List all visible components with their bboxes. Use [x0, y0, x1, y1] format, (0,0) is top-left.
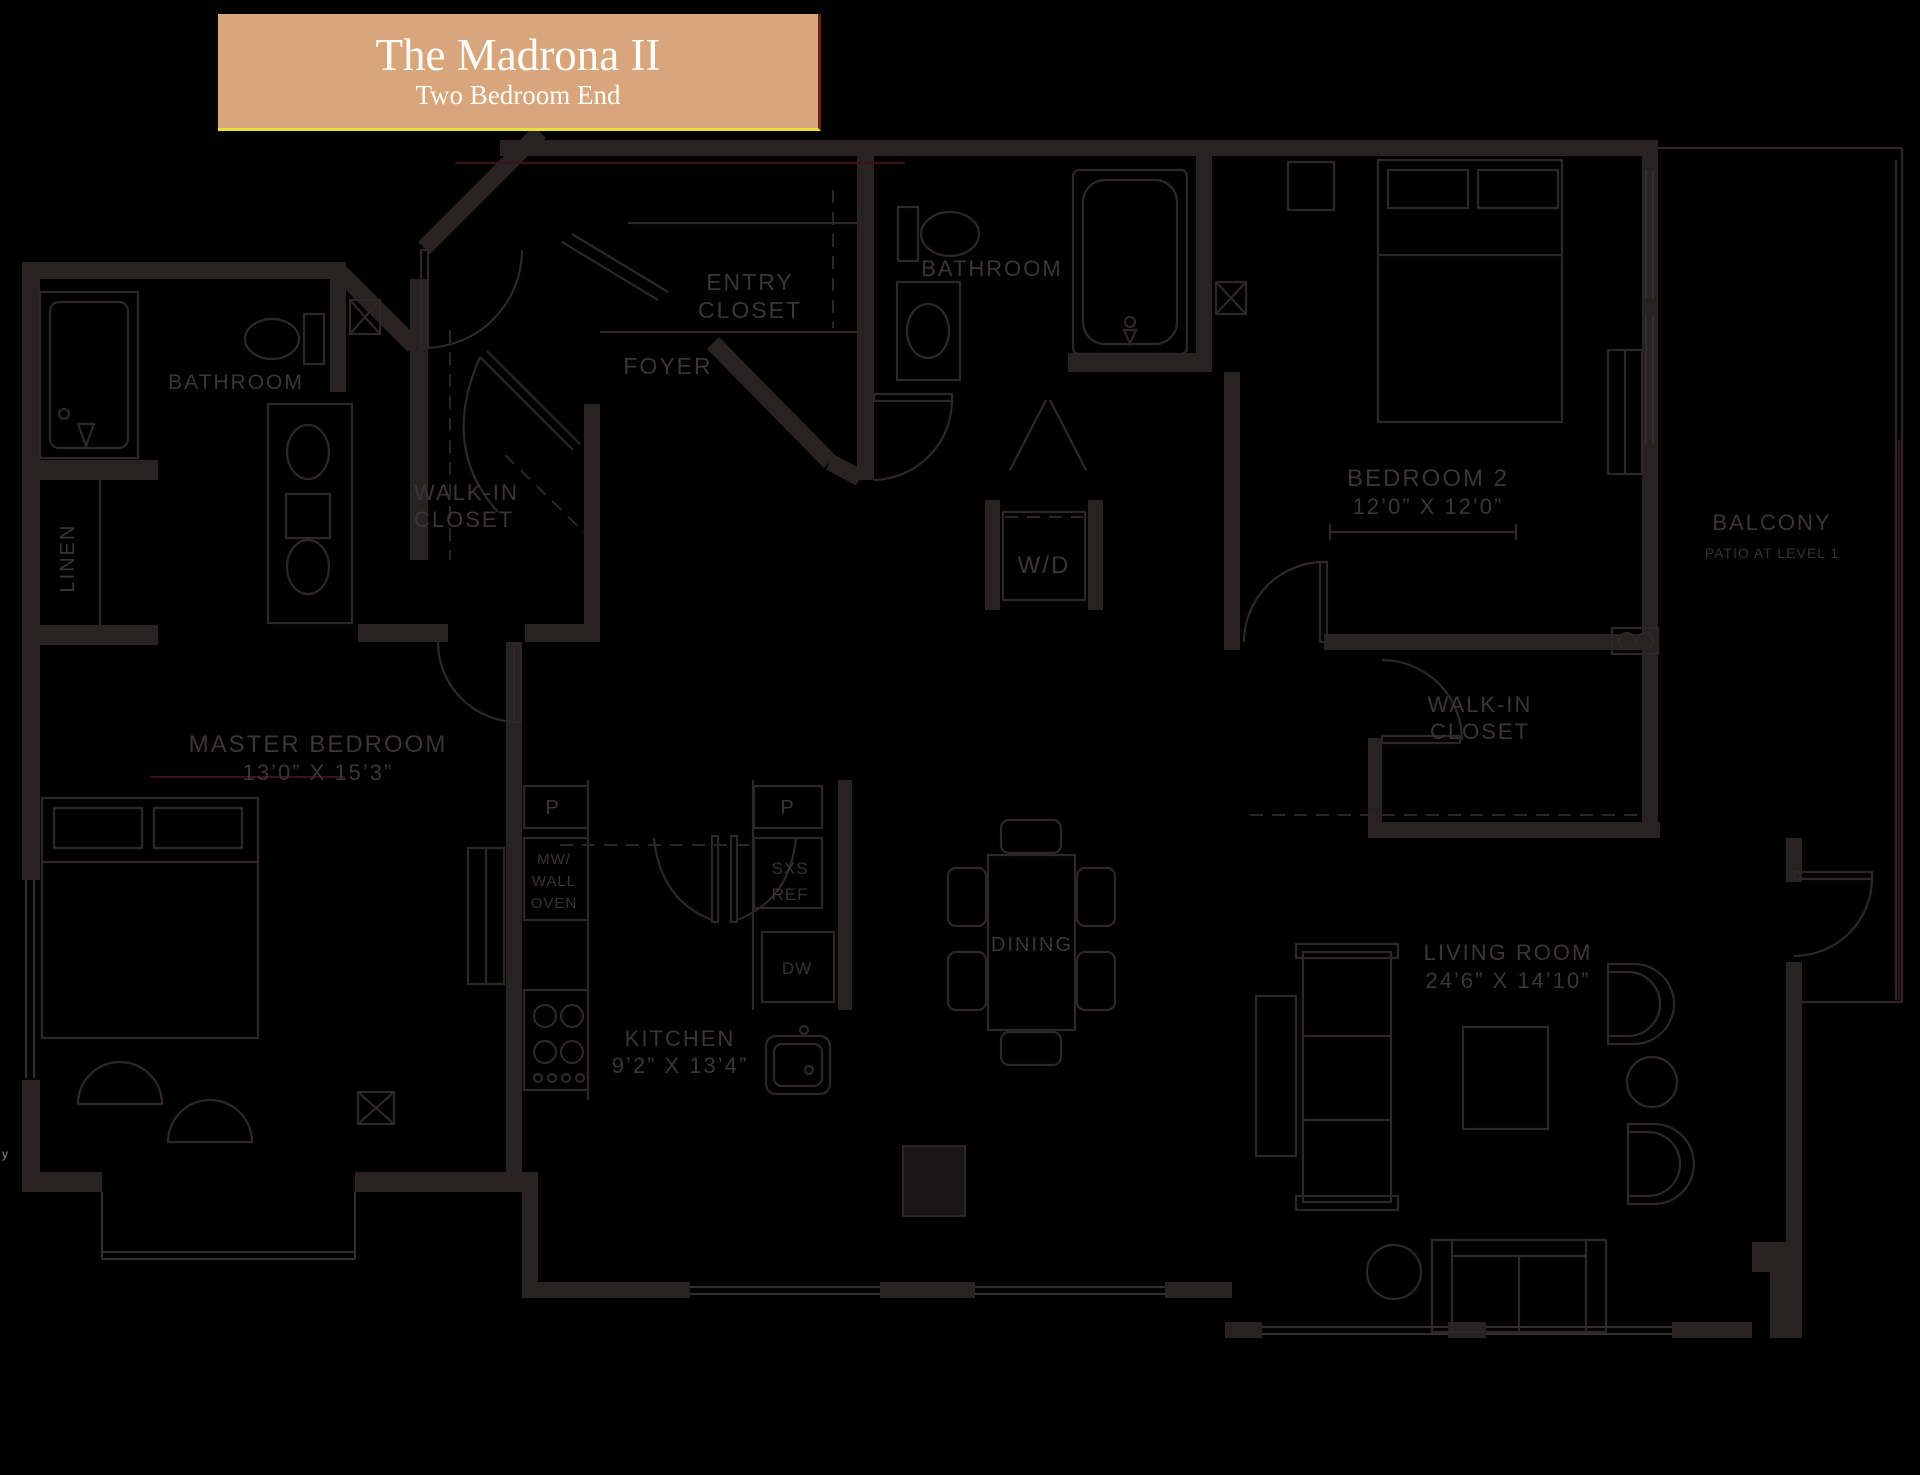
shower-icon — [38, 290, 140, 460]
armchair-icon — [1626, 1122, 1696, 1206]
tv-icon — [1254, 994, 1298, 1158]
kitchen — [522, 780, 1165, 1295]
dining-table-icon — [986, 853, 1077, 1032]
master-bathroom — [38, 290, 382, 625]
bedroom-2 — [1242, 158, 1660, 656]
closet2-door — [1380, 658, 1464, 745]
living-room-label: LIVING ROOM — [1424, 940, 1593, 965]
chase-box — [1214, 280, 1248, 316]
walkin2-label: CLOSET — [1430, 719, 1530, 744]
wall-oven-label: OVEN — [531, 895, 578, 912]
entry-door — [419, 248, 524, 350]
left-window — [25, 880, 35, 1078]
balcony-note: PATIO AT LEVEL 1 — [1705, 545, 1839, 561]
dining-set — [946, 818, 1117, 1067]
bathtub-icon — [1071, 168, 1189, 356]
balcony-label: BALCONY — [1712, 510, 1831, 535]
entry-closet-label: ENTRY — [706, 269, 794, 295]
balcony — [1645, 146, 1904, 1004]
wall-oven-label: MW/ — [537, 851, 571, 868]
walls — [22, 125, 1802, 1338]
cooktop-icon — [522, 988, 590, 1092]
dining-label: DINING — [991, 934, 1073, 956]
sofa-icon — [1430, 1238, 1608, 1334]
wall-oven-label: WALL — [532, 873, 576, 890]
chase-box — [356, 1090, 396, 1126]
bay-window — [101, 1192, 356, 1260]
bath2-door — [872, 392, 954, 482]
dimension-line — [1328, 524, 1518, 540]
side-table-icon — [1625, 1055, 1679, 1109]
plan-title: The Madrona II — [375, 29, 661, 80]
kitchen-double-door — [652, 834, 798, 924]
bathroom2-label: BATHROOM — [921, 256, 1062, 281]
linen-label: LINEN — [57, 524, 79, 593]
toilet-icon — [243, 312, 326, 366]
coffee-table-icon — [1461, 1025, 1550, 1131]
pantry-right-label: P — [780, 797, 795, 819]
fridge-label: REF — [772, 885, 809, 904]
master-bedroom-dims: 13’0” X 15’3” — [243, 760, 394, 785]
dresser-icon — [466, 846, 506, 986]
vanity-icon — [895, 280, 962, 382]
pantry-left-label: P — [545, 797, 560, 819]
nook-windows — [690, 1286, 1165, 1295]
master-bathroom-label: BATHROOM — [168, 371, 304, 394]
media-console-icon — [1294, 942, 1400, 1212]
island-icon — [902, 1145, 966, 1217]
walkin-master-label: WALK-IN — [414, 480, 519, 505]
bed-icon — [1376, 158, 1564, 424]
entry-area — [419, 190, 858, 513]
double-vanity-icon — [266, 402, 354, 625]
stray-text: y — [2, 1147, 8, 1161]
walkin-closet-door — [462, 350, 581, 513]
lounge-chair-icon — [76, 1060, 254, 1144]
armchair-icon — [1606, 962, 1676, 1046]
walk-in-closet-2 — [1250, 658, 1640, 816]
bathroom-2 — [872, 168, 1248, 482]
bed-icon — [40, 796, 260, 1040]
sink-icon — [764, 1024, 832, 1096]
living-room — [1254, 942, 1696, 1335]
master-bedroom — [25, 641, 523, 1260]
dresser-icon — [1606, 348, 1644, 476]
room-labels: ENTRY CLOSET FOYER BATHROOM BATHROOM LIN… — [2, 256, 1839, 1161]
bedroom2-door — [1242, 560, 1329, 644]
fridge-label: SXS — [771, 859, 808, 878]
walkin-master-label: CLOSET — [414, 507, 514, 532]
walk-in-closet-master — [449, 330, 591, 560]
shelf-icon — [1610, 626, 1660, 656]
master-door — [436, 641, 523, 724]
kitchen-label: KITCHEN — [625, 1026, 736, 1051]
walkin2-label: WALK-IN — [1428, 692, 1533, 717]
balcony-door — [1792, 870, 1874, 958]
toilet-icon — [896, 205, 981, 263]
dishwasher-label: DW — [782, 959, 812, 978]
bedroom2-dims: 12’0” X 12’0” — [1353, 494, 1504, 519]
living-room-dims: 24’6” X 14’10” — [1426, 968, 1591, 993]
entry-closet-label: CLOSET — [698, 297, 802, 323]
kitchen-dims: 9’2” X 13’4” — [612, 1053, 749, 1078]
plan-title-box: The Madrona II Two Bedroom End — [218, 14, 821, 131]
master-bedroom-label: MASTER BEDROOM — [189, 731, 448, 758]
bedroom2-windows — [1645, 170, 1654, 443]
bedroom2-label: BEDROOM 2 — [1347, 465, 1509, 492]
plan-subtitle: Two Bedroom End — [415, 80, 621, 111]
nightstand-icon — [1286, 160, 1336, 212]
wd-label: W/D — [1018, 552, 1071, 579]
foyer-label: FOYER — [623, 353, 712, 379]
round-table-icon — [1365, 1243, 1423, 1301]
laundry-closet — [1001, 399, 1087, 602]
chase-box — [348, 298, 382, 336]
living-windows — [1262, 1326, 1672, 1335]
dishwasher-box — [760, 930, 836, 1004]
